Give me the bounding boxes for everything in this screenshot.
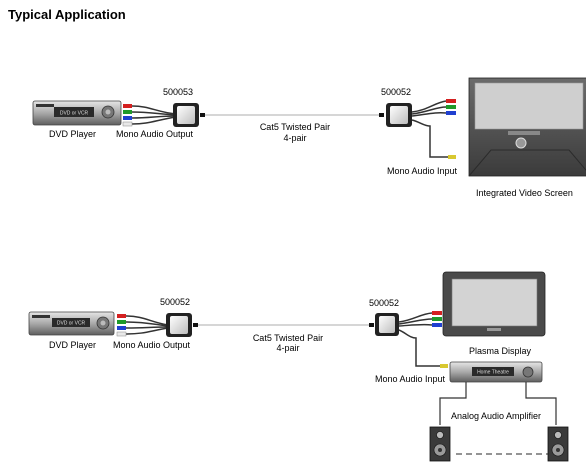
page-title: Typical Application xyxy=(8,7,126,22)
rx-cables-bottom xyxy=(398,311,448,368)
tx-part-number-bottom: 500052 xyxy=(160,297,191,307)
rx-caption-top: Mono Audio Input xyxy=(387,166,458,176)
cable-label-bottom-line2: 4-pair xyxy=(276,343,300,353)
cable-label-top-line1: Cat5 Twisted Pair xyxy=(259,122,331,132)
rx-part-number-top: 500052 xyxy=(381,87,412,97)
dvd-player-bottom: DVD or VCR xyxy=(28,311,115,336)
tx-caption-bottom: Mono Audio Output xyxy=(113,340,191,350)
rx-cables-top xyxy=(411,99,456,159)
tx-caption-top: Mono Audio Output xyxy=(116,129,194,139)
dvd-player-top: DVD or VCR xyxy=(32,100,122,126)
audio-amplifier: Home Theatre xyxy=(449,361,543,383)
dvd-player-label-top: DVD Player xyxy=(49,129,97,139)
amp-screen-text: Home Theatre xyxy=(477,370,509,376)
tx-cables-top xyxy=(122,104,177,127)
rx-caption-bottom: Mono Audio Input xyxy=(375,374,446,384)
integrated-video-screen xyxy=(468,77,586,177)
balun-tx-top xyxy=(173,103,205,127)
speaker-left xyxy=(429,426,451,462)
tx-part-number-top: 500053 xyxy=(163,87,194,97)
cable-label-top-line2: 4-pair xyxy=(283,133,307,143)
balun-tx-bottom xyxy=(166,313,198,337)
plasma-display xyxy=(442,271,546,337)
speaker-wires xyxy=(439,382,557,455)
dvd-player-label-bottom: DVD Player xyxy=(49,340,97,350)
amplifier-label: Analog Audio Amplifier xyxy=(451,411,542,421)
tx-cables-bottom xyxy=(116,314,169,337)
balun-rx-bottom xyxy=(369,313,399,336)
display-label-top: Integrated Video Screen xyxy=(476,188,573,198)
display-label-bottom: Plasma Display xyxy=(469,346,532,356)
dvd-screen-text-bottom: DVD or VCR xyxy=(57,321,86,327)
rx-part-number-bottom: 500052 xyxy=(369,298,400,308)
cable-label-bottom-line1: Cat5 Twisted Pair xyxy=(252,333,324,343)
speaker-right xyxy=(547,426,569,462)
balun-rx-top xyxy=(379,103,412,127)
dvd-screen-text-top: DVD or VCR xyxy=(60,111,89,117)
